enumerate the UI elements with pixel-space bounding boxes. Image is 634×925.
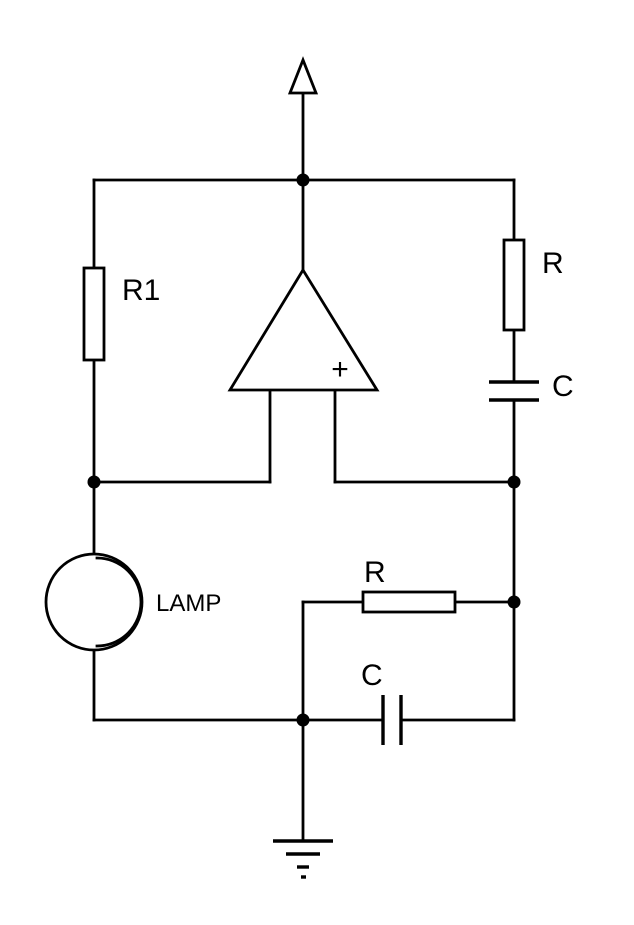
resistor-right-label: R <box>542 247 564 280</box>
lamp-icon <box>44 552 144 652</box>
resistor-r1-icon <box>82 266 106 362</box>
junction-ground <box>296 713 310 727</box>
resistor-right-icon <box>502 238 526 332</box>
junction-right-bus <box>507 475 521 489</box>
capacitor-feedback-icon <box>381 695 403 745</box>
capacitor-right-icon <box>489 380 539 402</box>
capacitor-right-label: C <box>552 370 574 403</box>
junction-top-rail <box>296 173 310 187</box>
junction-left-bus <box>87 475 101 489</box>
junction-feedback <box>507 595 521 609</box>
lamp-label: LAMP <box>156 590 221 617</box>
resistor-feedback-label: R <box>364 556 386 589</box>
opamp-icon <box>227 267 380 392</box>
ground-icon <box>273 839 333 879</box>
lamp-filament-arc <box>95 556 143 648</box>
wires <box>92 91 516 842</box>
capacitor-feedback-label: C <box>361 659 383 692</box>
lamp-circle <box>44 552 144 652</box>
resistor-r1-label: R1 <box>122 274 160 307</box>
power-arrow-icon <box>287 56 319 95</box>
junction-dots <box>87 173 521 727</box>
opamp-plus-label: + <box>331 353 349 386</box>
resistor-feedback-icon <box>361 590 457 614</box>
